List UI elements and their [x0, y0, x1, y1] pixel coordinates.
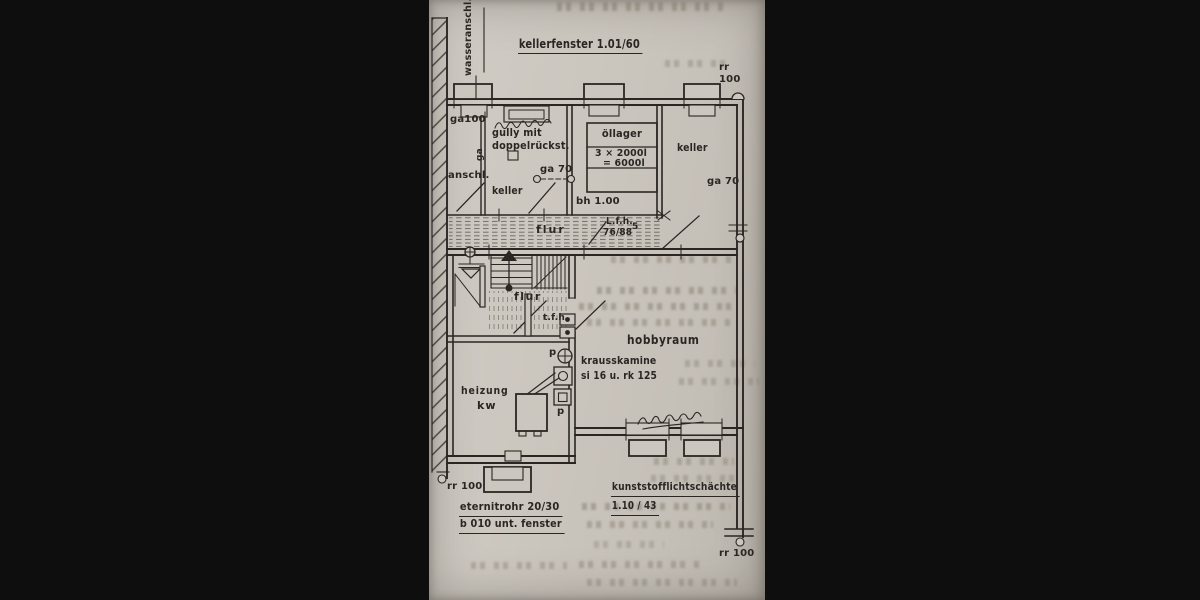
label-keller-left: keller: [492, 184, 523, 197]
paper-sheet: wasseranschl. kellerfenster 1.01/60 rr 1…: [429, 0, 765, 600]
drain-symbols: [454, 246, 486, 308]
door-swings: [456, 182, 700, 334]
gully-symbol: [507, 150, 519, 161]
heizung-door-leaf: [524, 293, 532, 337]
staircase: [490, 250, 568, 292]
label-lfh-size: 76/88: [603, 227, 633, 238]
hatched-party-wall: [431, 17, 448, 479]
label-kamin-size: si 16 u. rk 125: [581, 369, 658, 382]
bleed-row: [557, 2, 725, 11]
label-kw: kw: [477, 399, 497, 412]
ga-pipe-line: [484, 111, 745, 243]
boiler: [515, 393, 548, 437]
oil-tank-box: [586, 122, 658, 193]
bleed-row: [587, 579, 737, 586]
label-hobbyraum: hobbyraum: [627, 333, 700, 347]
label-heizung: heizung: [461, 384, 509, 397]
rainwater-pipe-bottom-right-icon: [724, 528, 754, 547]
label-oellager-calc2: = 6000l: [603, 158, 645, 169]
bleed-row: [665, 60, 727, 67]
label-flur-lower: flur: [514, 290, 542, 303]
gully-squiggle: [494, 119, 552, 129]
bleed-row: [651, 475, 736, 482]
floor-plan-linework: [431, 7, 754, 547]
bleed-row: [685, 360, 755, 367]
bleed-row: [587, 521, 713, 528]
label-lichtschaechte: kunststofflichtschächte: [611, 480, 740, 497]
door-leaf: [479, 265, 486, 308]
corridor-hatch: [449, 217, 662, 247]
bleed-row: [471, 562, 567, 569]
signature-squiggle: [637, 411, 704, 430]
label-gully: gully mit doppelrückst.: [492, 126, 570, 152]
wall-ticks: [488, 208, 748, 260]
label-ga70-right: ga 70: [707, 176, 740, 187]
label-tfh: t.f.h.: [543, 313, 569, 323]
label-ga-pipe: ga: [475, 148, 485, 161]
label-lichtschaechte-size: 1.10 / 43: [611, 499, 659, 516]
top-windows: [453, 83, 721, 123]
bleed-row: [579, 561, 701, 568]
label-kellerfenster: kellerfenster 1.01/60: [518, 37, 643, 55]
label-flur-upper: flur: [536, 223, 566, 236]
bleed-row: [594, 541, 664, 548]
label-rr-bottom-right: rr 100: [719, 548, 755, 559]
bleed-row: [679, 378, 759, 385]
label-wasseranschl: wasseranschl.: [463, 0, 474, 76]
label-krausskamine: krausskamine: [581, 354, 657, 367]
label-ga70-left: ga 70: [540, 164, 573, 175]
label-oellager-title: öllager: [601, 127, 643, 140]
bleed-row: [582, 503, 730, 510]
rainwater-pipe-bottom-left-icon: [436, 471, 450, 484]
label-rr-top-right: rr 100: [719, 62, 741, 85]
label-anschl: anschl.: [448, 170, 490, 181]
bleed-row: [611, 256, 735, 263]
bleed-row: [654, 458, 734, 465]
wasseranschl-leader: [475, 7, 485, 100]
label-lfh-sup: 5: [632, 222, 639, 232]
label-p-upper: p: [549, 347, 557, 358]
label-p-lower: p: [557, 406, 565, 417]
heizung-window: [483, 450, 532, 493]
stair-direction-arrow: [501, 250, 517, 261]
label-eternitrohr: eternitrohr 20/30: [459, 500, 563, 517]
chimney-symbols: [525, 313, 576, 406]
label-rr-bottom-left: rr 100: [447, 481, 483, 492]
hobby-windows: [625, 418, 723, 457]
label-bh: bh 1.00: [576, 196, 620, 207]
label-oellager-calc1: 3 × 2000l: [595, 148, 648, 159]
label-keller-right: keller: [677, 141, 708, 154]
bleed-row: [597, 287, 737, 294]
bleed-row: [587, 319, 733, 326]
label-lfh-abbr: L.f.h.: [606, 216, 633, 227]
label-ga100: ga100: [450, 114, 486, 125]
bleed-row: [579, 303, 737, 310]
rainwater-pipe-top-icon: [731, 92, 745, 100]
label-b010: b 010 unt. fenster: [459, 517, 565, 534]
